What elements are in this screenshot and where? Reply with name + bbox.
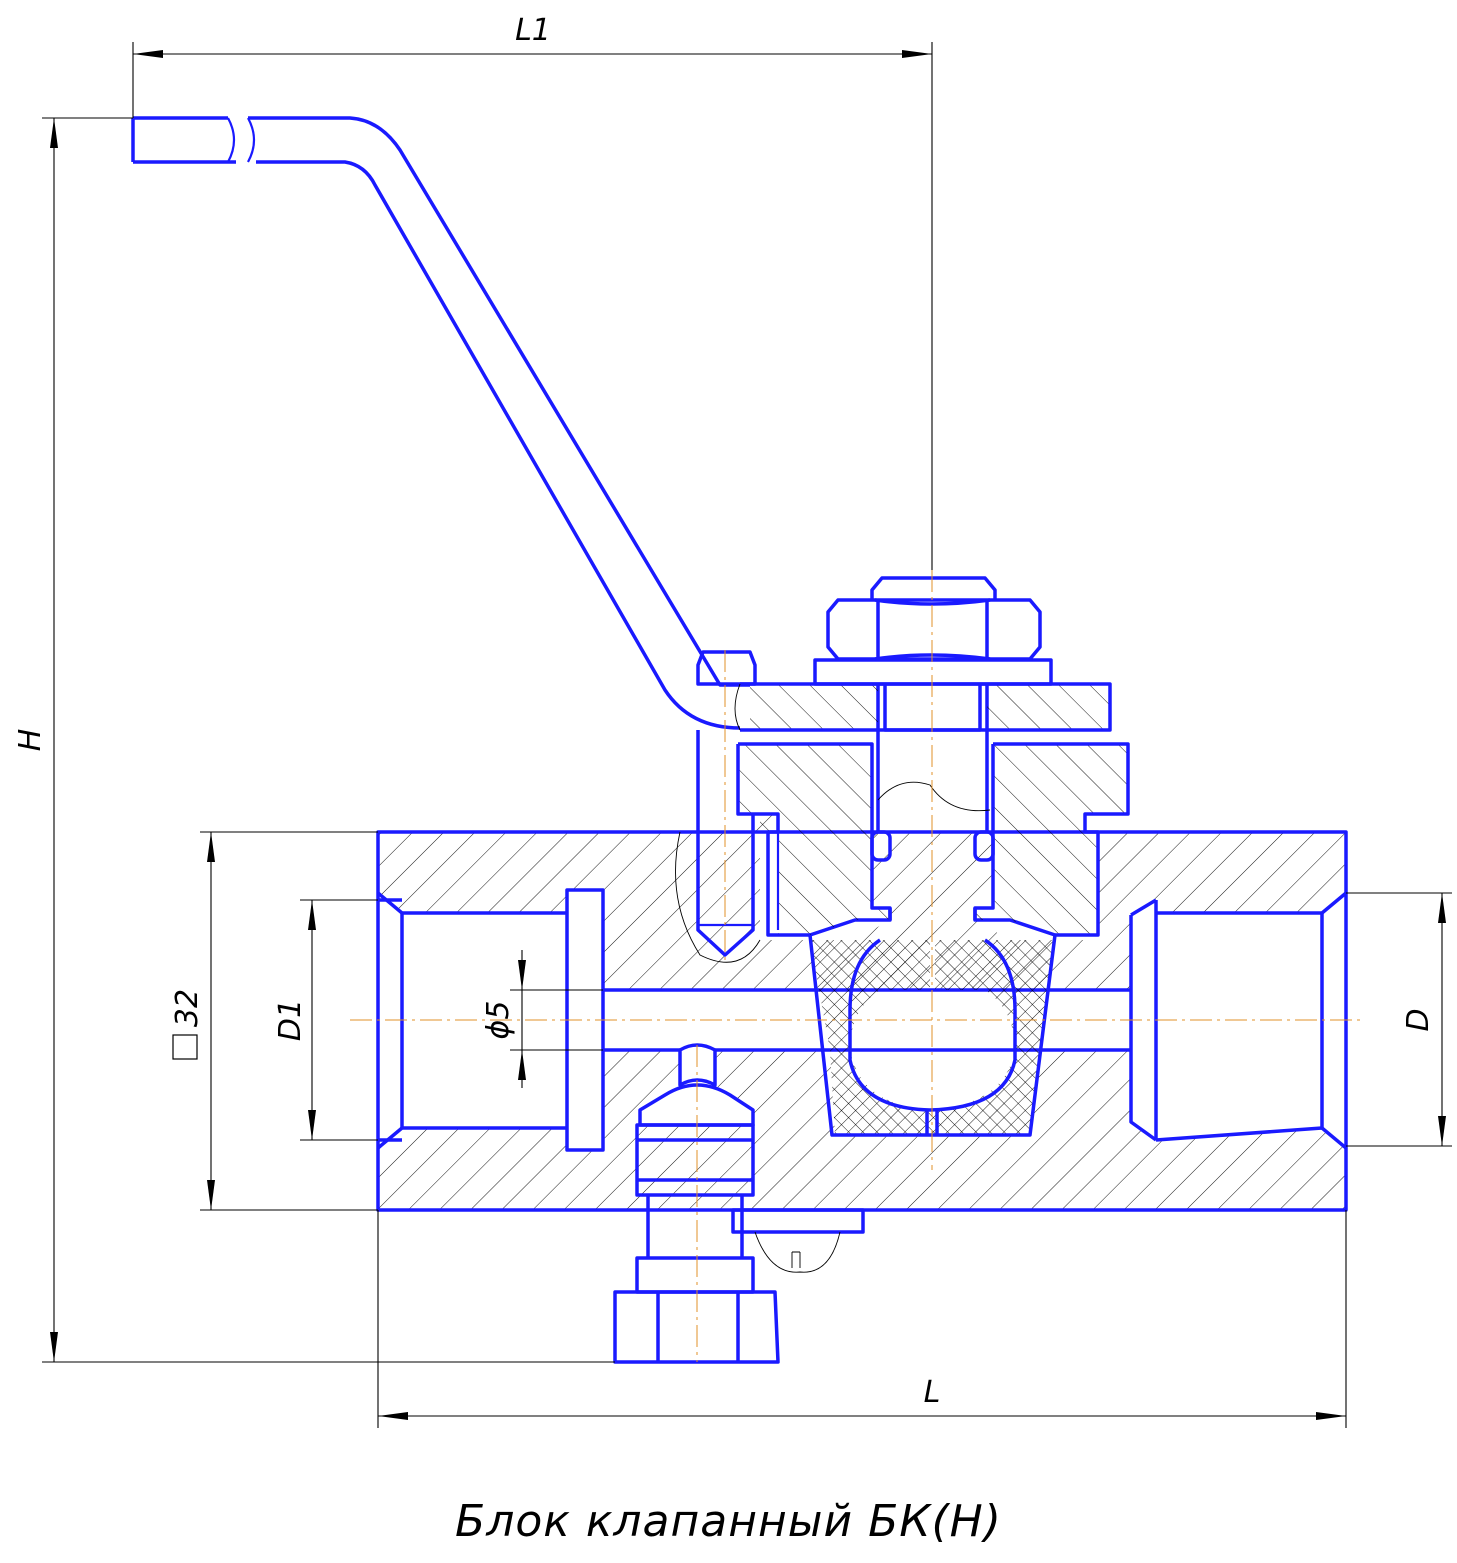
drawing-title: Блок клапанный БК(Н) bbox=[455, 1496, 1002, 1547]
dimension-lines bbox=[42, 42, 1452, 1428]
dim-label-d1: D1 bbox=[273, 999, 308, 1041]
lock-screw bbox=[731, 1208, 865, 1273]
center-lines bbox=[350, 570, 1360, 1362]
drain-plug bbox=[613, 1043, 780, 1364]
dim-label-phi5: ϕ5 bbox=[481, 1001, 516, 1040]
valve-body bbox=[376, 814, 1348, 1212]
dim-label-l1: L1 bbox=[515, 13, 551, 48]
valve-bonnet bbox=[736, 684, 1130, 937]
handle-lever bbox=[131, 116, 750, 730]
dim-label-square32: 32 bbox=[170, 989, 205, 1060]
stem-nut bbox=[826, 576, 1042, 661]
dim-label-h: H bbox=[13, 729, 48, 752]
dim-label-d: D bbox=[1401, 1008, 1436, 1031]
handle-plate bbox=[740, 658, 1112, 732]
dim-label-l: L bbox=[924, 1375, 941, 1410]
square-symbol-icon bbox=[172, 1034, 198, 1060]
svg-text:32: 32 bbox=[170, 989, 205, 1027]
